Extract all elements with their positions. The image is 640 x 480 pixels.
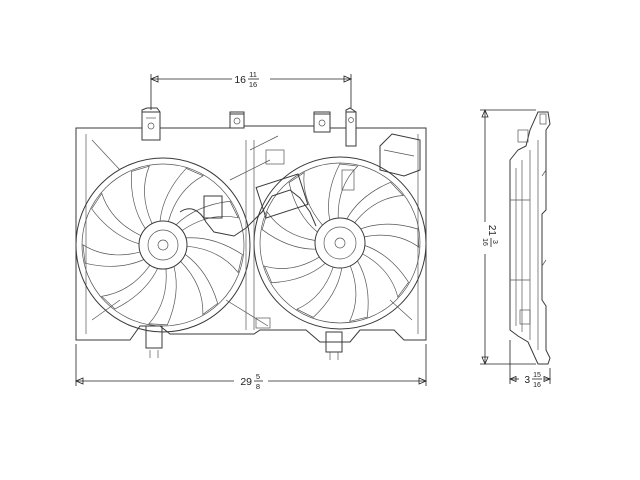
shroud-ribs (91, 135, 413, 330)
dimension-height: 21 3 16 (480, 108, 536, 366)
motor-hub-left (138, 220, 188, 270)
dim-top-whole: 16 (234, 74, 246, 86)
front-view (75, 107, 427, 360)
dimension-overall-width: 29 5 8 (74, 344, 428, 391)
fan-blade (346, 181, 404, 223)
top-bracket-center-right (313, 113, 331, 133)
fan-blade (159, 168, 204, 222)
bottom-pin-right (325, 331, 343, 360)
fan-blade (362, 245, 409, 298)
fan-blade (360, 223, 420, 248)
fan-blade (348, 260, 369, 322)
dim-top-den: 16 (249, 80, 257, 89)
dim-width-den: 8 (256, 382, 260, 391)
resistor-box (379, 133, 421, 177)
fan-blade (148, 266, 177, 326)
dim-height-num: 3 (491, 240, 498, 244)
fan-blade (100, 264, 158, 310)
dim-depth-whole: 3 (524, 375, 530, 386)
top-bracket-left (141, 111, 161, 141)
top-bracket-right (345, 111, 357, 147)
dimension-top-width: 16 11 16 (149, 70, 353, 110)
fan-blade (82, 244, 145, 267)
fan-blade (180, 254, 219, 316)
top-bracket-center-left (229, 113, 245, 129)
dim-width-whole: 29 (240, 376, 252, 388)
dim-height-den: 16 (481, 238, 488, 246)
fan-blade (288, 171, 323, 233)
fan-blade (175, 200, 239, 231)
fan-left (75, 157, 251, 333)
fan-blade (296, 266, 343, 318)
fan-right (253, 156, 427, 330)
wire-harness (179, 189, 317, 237)
motor-hub-right (314, 217, 366, 269)
shroud-outline (75, 107, 427, 343)
dim-depth-den: 16 (533, 382, 541, 389)
dim-width-num: 5 (256, 372, 260, 381)
fan-blade (328, 163, 359, 221)
fan-blade (131, 165, 153, 229)
connector-left (203, 195, 223, 219)
bottom-pin-left (145, 325, 163, 358)
dimension-depth: 3 15 16 (508, 340, 552, 389)
fan-blade (91, 192, 142, 245)
connector-center (255, 173, 309, 219)
fan-blade (263, 256, 326, 284)
dim-depth-num: 15 (533, 372, 541, 379)
side-view (509, 111, 551, 365)
dim-height-whole: 21 (486, 225, 497, 237)
fan-blade (261, 211, 316, 250)
dim-top-num: 11 (249, 70, 257, 79)
fan-blade (185, 237, 243, 274)
side-profile (509, 111, 551, 365)
